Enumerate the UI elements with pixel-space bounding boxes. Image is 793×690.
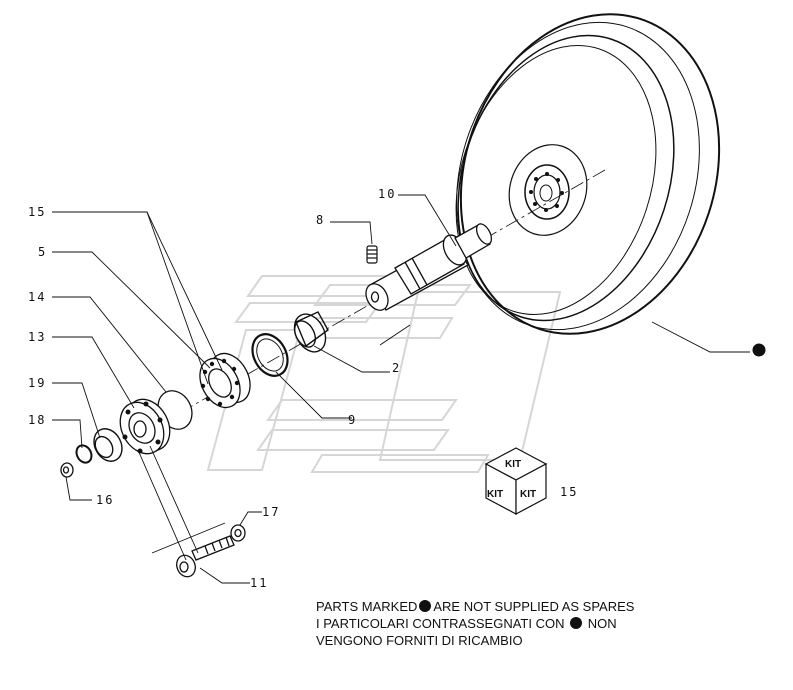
shaft [365, 223, 493, 311]
bullet-marker-icon [570, 617, 583, 629]
callout-16: 16 [96, 493, 114, 507]
callout-15-bearing: 15 [28, 205, 46, 219]
callout-11: 11 [250, 576, 268, 590]
kit-box-icon [484, 447, 548, 515]
seal-ring [93, 428, 123, 462]
set-screw [366, 245, 378, 264]
lock-washer [230, 524, 246, 542]
callout-10: 10 [378, 187, 396, 201]
flanged-cap [119, 398, 171, 455]
spares-note: PARTS MARKED ARE NOT SUPPLIED AS SPARES I… [316, 598, 786, 649]
note-line-3: VENGONO FORNITI DI RICAMBIO [316, 633, 523, 648]
callout-2: 2 [392, 361, 401, 375]
kit-label-right: KIT [520, 489, 536, 500]
note-line-2: I PARTICOLARI CONTRASSEGNATI CON NON [316, 615, 786, 632]
bullet-marker-icon [419, 600, 432, 612]
callout-19: 19 [28, 376, 46, 390]
plug [60, 462, 74, 478]
callout-5: 5 [38, 245, 47, 259]
bushing [293, 311, 329, 353]
note-line-1-start: PARTS MARKED [316, 599, 418, 614]
bearing [199, 352, 251, 409]
callout-18: 18 [28, 413, 46, 427]
idler-wheel [455, 13, 721, 335]
callout-15-kit: 15 [560, 485, 578, 499]
note-line-2-start: I PARTICOLARI CONTRASSEGNATI CON [316, 616, 565, 631]
callout-9: 9 [348, 413, 357, 427]
o-ring [251, 333, 289, 377]
small-o-ring [75, 444, 93, 464]
not-supplied-marker [752, 343, 766, 357]
callout-13: 13 [28, 330, 46, 344]
leader-lines [52, 194, 750, 584]
kit-label-left: KIT [487, 489, 503, 500]
callout-8: 8 [316, 213, 325, 227]
note-line-1: PARTS MARKED ARE NOT SUPPLIED AS SPARES [316, 598, 786, 615]
cap-bolt [176, 535, 235, 578]
callout-17: 17 [262, 505, 280, 519]
note-line-2-end: NON [587, 616, 617, 631]
callout-14: 14 [28, 290, 46, 304]
kit-label-top: KIT [505, 459, 521, 470]
note-line-1-end: ARE NOT SUPPLIED AS SPARES [433, 599, 635, 614]
